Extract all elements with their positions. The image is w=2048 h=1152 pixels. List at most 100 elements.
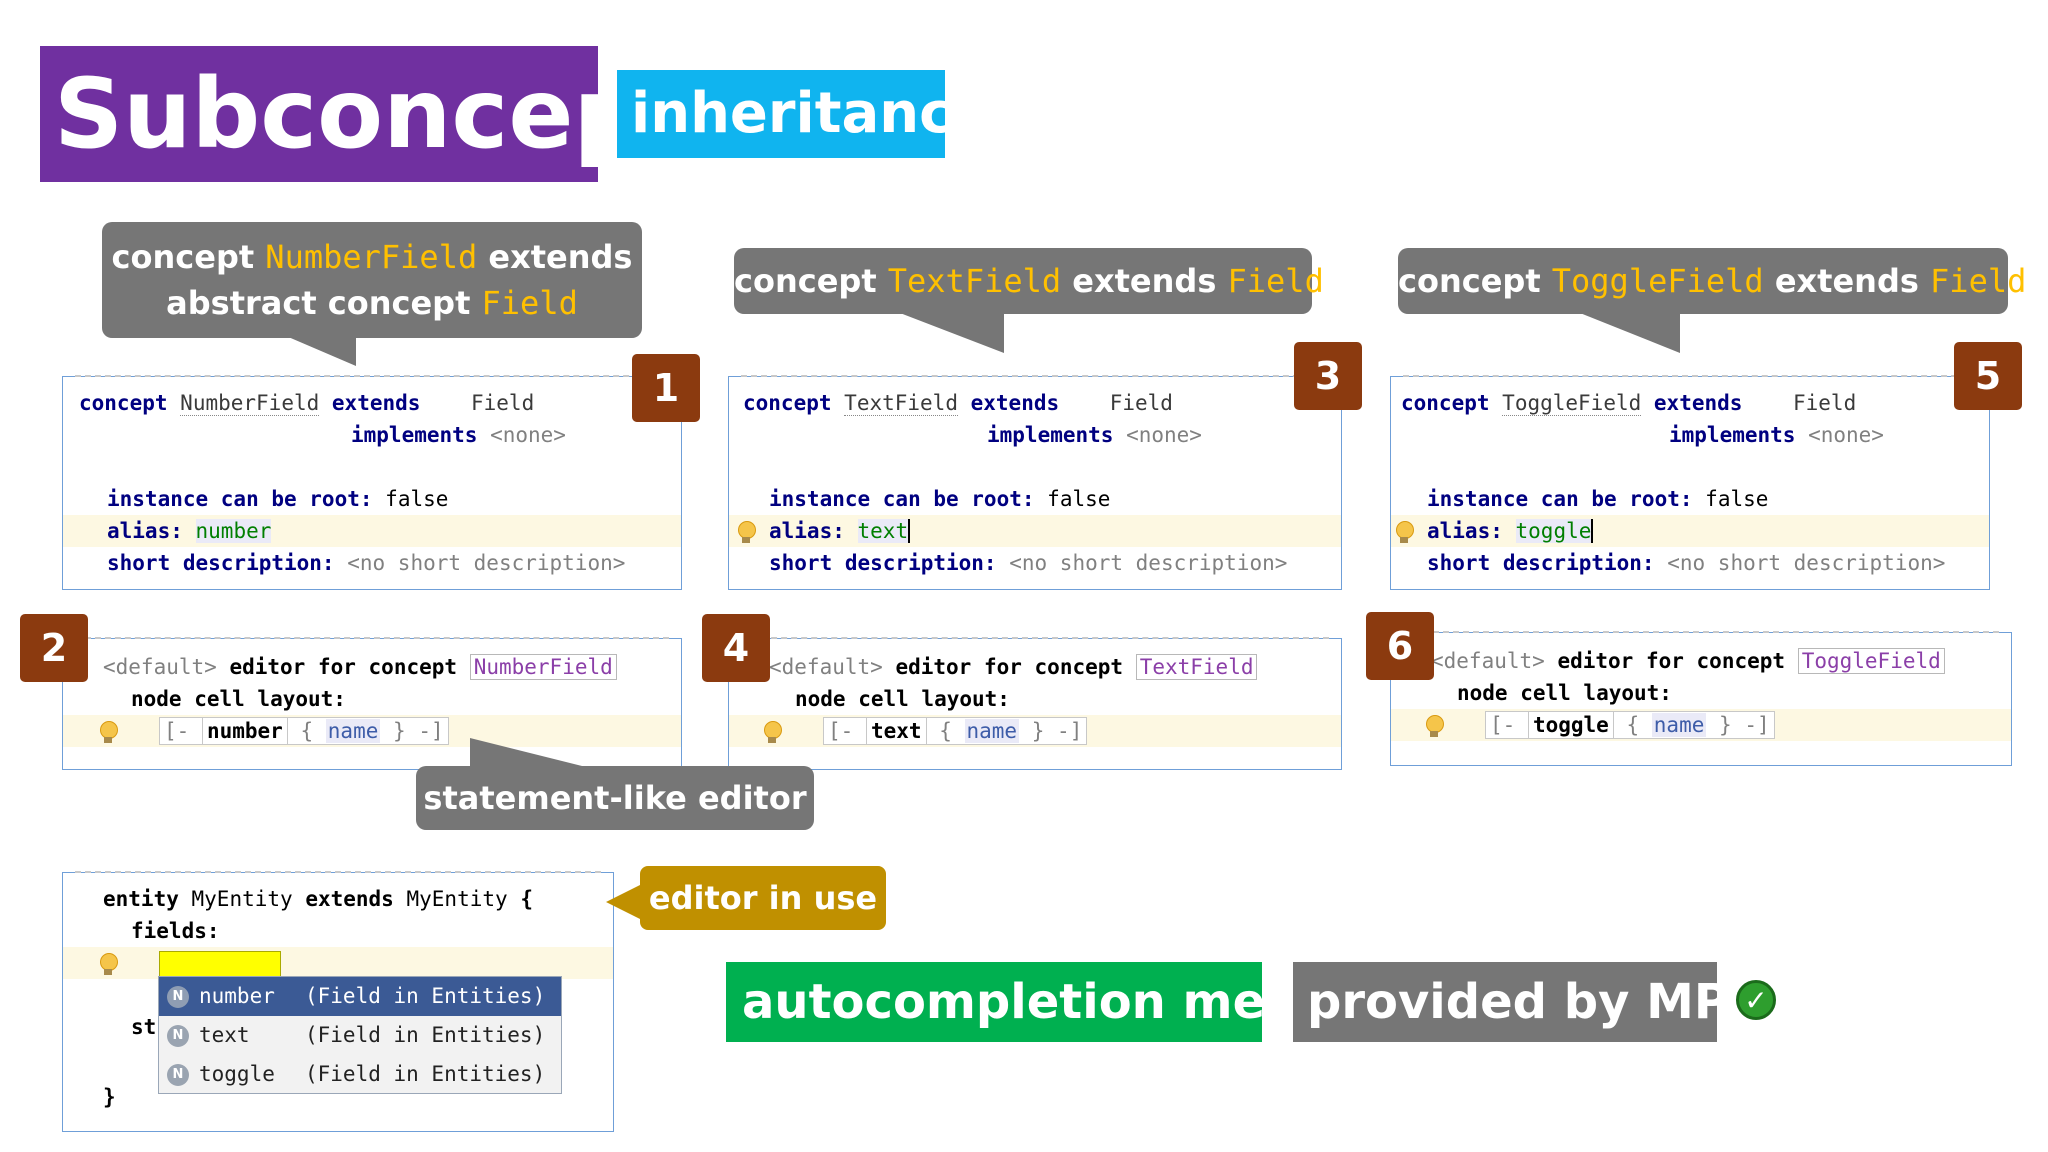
- callout-numberfield: concept NumberField extends abstract con…: [102, 222, 642, 338]
- callout-pointer: [470, 738, 590, 768]
- brace: }: [103, 1085, 116, 1109]
- field-input[interactable]: [159, 951, 281, 979]
- completion-name: text: [199, 1023, 250, 1047]
- property-value[interactable]: false: [385, 487, 449, 511]
- lightbulb-icon[interactable]: [99, 721, 118, 745]
- callout-concept-name: ToggleField: [1551, 262, 1764, 300]
- entity-name[interactable]: MyEntity: [191, 887, 293, 911]
- property-label: node cell layout:: [1457, 681, 1672, 705]
- obscured-text: st: [131, 1015, 157, 1039]
- alias-line: alias: text: [729, 515, 1341, 547]
- callout-text: extends: [1061, 262, 1228, 300]
- property-value[interactable]: false: [1705, 487, 1769, 511]
- panel-top-edge: [741, 637, 1329, 643]
- implements-value[interactable]: <none>: [1808, 423, 1884, 447]
- constant-cell[interactable]: number: [201, 717, 288, 745]
- implements-value[interactable]: <none>: [1126, 423, 1202, 447]
- callout-concept-name: NumberField: [265, 238, 478, 276]
- hidden-line: st: [63, 1011, 613, 1043]
- collection-close: -]: [1057, 719, 1083, 743]
- cell-layout-line: [- number { name } -]: [63, 715, 681, 747]
- keyword: extends: [1653, 391, 1743, 415]
- property-label: instance can be root:: [769, 487, 1035, 511]
- concept-name[interactable]: NumberField: [180, 391, 320, 416]
- entity-base[interactable]: MyEntity: [406, 887, 508, 911]
- lightbulb-icon[interactable]: [737, 521, 756, 545]
- keyword: implements: [987, 423, 1114, 447]
- constant-cell[interactable]: text: [865, 717, 927, 745]
- property-value[interactable]: <no short description>: [347, 551, 626, 575]
- cell-collection[interactable]: [- text { name } -]: [823, 717, 1088, 745]
- lightbulb-icon[interactable]: [99, 953, 118, 977]
- alias-value[interactable]: toggle: [1515, 519, 1594, 543]
- property-cell[interactable]: name: [964, 719, 1020, 743]
- editor-name[interactable]: <default>: [769, 655, 883, 679]
- property-close: }: [1719, 713, 1732, 737]
- panel-top-edge: [75, 375, 669, 381]
- field-input-line: [63, 947, 613, 979]
- cell-layout-line: [- text { name } -]: [729, 715, 1341, 747]
- editor-panel-numberfield[interactable]: <default> editor for concept NumberField…: [62, 637, 682, 770]
- base-concept[interactable]: Field: [471, 391, 535, 415]
- property-label: short description:: [1427, 551, 1655, 575]
- property-value[interactable]: false: [1047, 487, 1111, 511]
- property-label: node cell layout:: [795, 687, 1010, 711]
- step-badge-6: 6: [1366, 612, 1434, 680]
- property-label: alias:: [1427, 519, 1503, 543]
- property-value[interactable]: <no short description>: [1009, 551, 1288, 575]
- callout-text: statement-like editor: [423, 779, 807, 817]
- property-cell[interactable]: name: [1651, 713, 1707, 737]
- concept-name[interactable]: TextField: [844, 391, 958, 416]
- panel-top-edge: [75, 637, 669, 643]
- title-tag: inheritance: [617, 70, 990, 158]
- collection-open: [-: [1490, 713, 1516, 737]
- lightbulb-icon[interactable]: [1395, 521, 1414, 545]
- lightbulb-icon[interactable]: [1425, 715, 1444, 739]
- property-value[interactable]: <no short description>: [1667, 551, 1946, 575]
- constant-cell[interactable]: toggle: [1527, 711, 1614, 739]
- editor-panel-togglefield[interactable]: <default> editor for concept ToggleField…: [1390, 631, 2012, 766]
- concept-panel-numberfield[interactable]: concept NumberField extends Field implem…: [62, 375, 682, 590]
- alias-value[interactable]: text: [857, 519, 911, 543]
- concept-name[interactable]: ToggleField: [1502, 391, 1642, 416]
- concept-panel-textfield[interactable]: concept TextField extends Field implemen…: [728, 375, 1342, 590]
- editor-panel-textfield[interactable]: <default> editor for concept TextField n…: [728, 637, 1342, 770]
- collection-close: -]: [418, 719, 444, 743]
- lightbulb-icon[interactable]: [763, 721, 782, 745]
- alias-value[interactable]: number: [195, 519, 272, 543]
- cell-collection[interactable]: [- number { name } -]: [159, 717, 449, 745]
- callout-concept-name: TextField: [887, 262, 1062, 300]
- collection-open: [-: [164, 719, 190, 743]
- keyword: concept: [79, 391, 168, 415]
- editor-name[interactable]: <default>: [1431, 649, 1545, 673]
- keyword: editor for concept: [895, 655, 1124, 679]
- property-label: short description:: [107, 551, 335, 575]
- keyword: entity: [103, 887, 179, 911]
- callout-base-name: Field: [481, 284, 578, 322]
- concept-panel-togglefield[interactable]: concept ToggleField extends Field implem…: [1390, 375, 1990, 590]
- root-line: instance can be root: false: [63, 483, 681, 515]
- cell-collection[interactable]: [- toggle { name } -]: [1485, 711, 1775, 739]
- base-concept[interactable]: Field: [1793, 391, 1857, 415]
- editor-concept-ref[interactable]: ToggleField: [1797, 648, 1945, 674]
- property-close: }: [393, 719, 406, 743]
- editor-concept-ref[interactable]: TextField: [1135, 654, 1258, 680]
- step-badge-1: 1: [632, 354, 700, 422]
- node-icon: N: [167, 1025, 189, 1047]
- editor-name[interactable]: <default>: [103, 655, 217, 679]
- fields-label: fields:: [131, 919, 220, 943]
- brace: {: [520, 887, 533, 911]
- base-concept[interactable]: Field: [1109, 391, 1173, 415]
- implements-value[interactable]: <none>: [490, 423, 566, 447]
- alias-line: alias: toggle: [1391, 515, 1989, 547]
- property-cell[interactable]: name: [325, 719, 381, 743]
- completion-name: toggle: [199, 1062, 275, 1086]
- callout-text: extends: [1763, 262, 1931, 300]
- editor-concept-ref[interactable]: NumberField: [469, 654, 617, 680]
- concept-header-line: concept TextField extends Field: [729, 387, 1341, 419]
- keyword: implements: [1669, 423, 1796, 447]
